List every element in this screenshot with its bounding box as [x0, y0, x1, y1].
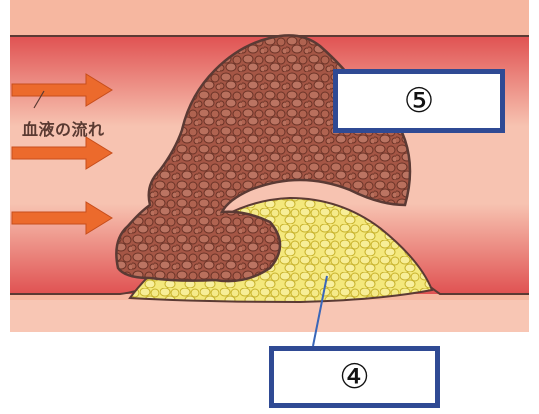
plaque-label-box: ⑤: [333, 69, 505, 133]
vessel-wall-lower: [10, 300, 529, 332]
blood-flow-label: 血液の流れ: [22, 116, 105, 140]
fat-label-box: ④: [269, 346, 440, 408]
